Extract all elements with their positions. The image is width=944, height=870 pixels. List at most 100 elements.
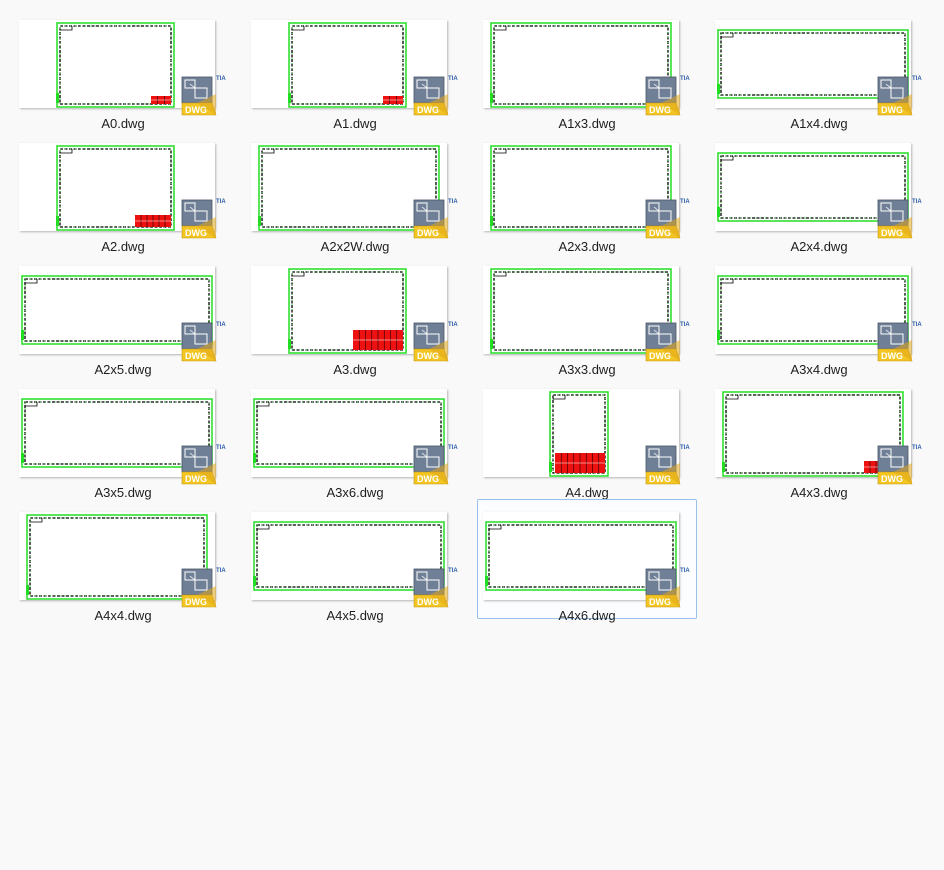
- dwg-badge-text: DWG: [649, 474, 671, 484]
- file-name-label: A3.dwg: [333, 362, 377, 377]
- file-item[interactable]: DWG TIA A4x3.dwg: [709, 376, 929, 500]
- file-name-label: A4.dwg: [565, 485, 609, 500]
- file-item[interactable]: DWG TIA A1.dwg: [245, 7, 465, 131]
- dwg-file-icon: DWG TIA: [877, 76, 922, 116]
- file-name-label: A4x3.dwg: [790, 485, 848, 500]
- dwg-badge-text: DWG: [417, 105, 439, 115]
- file-name-label: A3x5.dwg: [94, 485, 152, 500]
- file-name-label: A2x2W.dwg: [320, 239, 390, 254]
- dwg-badge-text: DWG: [185, 351, 207, 361]
- drawing-preview: [288, 22, 407, 108]
- dwg-file-icon: DWG TIA: [413, 322, 458, 362]
- dwg-side-text: TIA: [448, 76, 458, 82]
- drawing-preview: [490, 145, 672, 231]
- dwg-side-text: TIA: [680, 445, 690, 451]
- file-name-label: A3x6.dwg: [326, 485, 384, 500]
- dwg-badge-text: DWG: [881, 228, 903, 238]
- drawing-preview: [258, 145, 440, 231]
- dwg-badge-text: DWG: [649, 228, 671, 238]
- dwg-file-icon: DWG TIA: [877, 199, 922, 239]
- file-item[interactable]: DWG TIA A4.dwg: [477, 376, 697, 500]
- file-thumbnail: [483, 143, 679, 231]
- dwg-file-icon: DWG TIA: [413, 76, 458, 116]
- dwg-badge-text: DWG: [185, 105, 207, 115]
- file-name-label: A4x5.dwg: [326, 608, 384, 623]
- file-name-label: A3x4.dwg: [790, 362, 848, 377]
- dwg-side-text: TIA: [448, 445, 458, 451]
- file-item[interactable]: DWG TIA A4x5.dwg: [245, 499, 465, 623]
- drawing-preview: [21, 398, 213, 468]
- dwg-file-icon: DWG TIA: [181, 322, 226, 362]
- file-item[interactable]: DWG TIA A1x4.dwg: [709, 7, 929, 131]
- drawing-preview: [485, 521, 677, 591]
- file-thumbnail: [19, 389, 215, 477]
- dwg-badge-text: DWG: [649, 105, 671, 115]
- dwg-badge-text: DWG: [881, 351, 903, 361]
- drawing-preview: [490, 22, 672, 108]
- file-name-label: A2.dwg: [101, 239, 145, 254]
- dwg-badge-text: DWG: [417, 597, 439, 607]
- file-name-label: A1.dwg: [333, 116, 377, 131]
- file-name-label: A2x3.dwg: [558, 239, 616, 254]
- dwg-side-text: TIA: [216, 322, 226, 328]
- dwg-badge-text: DWG: [417, 351, 439, 361]
- dwg-badge-text: DWG: [881, 474, 903, 484]
- dwg-badge-text: DWG: [881, 105, 903, 115]
- drawing-preview: [253, 398, 445, 468]
- drawing-preview: [717, 275, 909, 345]
- file-item[interactable]: DWG TIA A3x6.dwg: [245, 376, 465, 500]
- dwg-side-text: TIA: [448, 322, 458, 328]
- drawing-preview: [549, 391, 609, 477]
- dwg-side-text: TIA: [912, 199, 922, 205]
- dwg-file-icon: DWG TIA: [877, 445, 922, 485]
- drawing-preview: [717, 29, 909, 99]
- dwg-badge-text: DWG: [649, 351, 671, 361]
- drawing-preview: [21, 275, 213, 345]
- file-name-label: A1x4.dwg: [790, 116, 848, 131]
- dwg-badge-text: DWG: [185, 474, 207, 484]
- file-item[interactable]: DWG TIA A3.dwg: [245, 253, 465, 377]
- file-thumbnail: [19, 266, 215, 354]
- dwg-side-text: TIA: [912, 76, 922, 82]
- file-item[interactable]: DWG TIA A3x5.dwg: [13, 376, 233, 500]
- dwg-side-text: TIA: [216, 76, 226, 82]
- dwg-side-text: TIA: [448, 568, 458, 574]
- file-thumbnail: [19, 20, 215, 108]
- dwg-side-text: TIA: [216, 445, 226, 451]
- file-name-label: A4x6.dwg: [558, 608, 616, 623]
- dwg-file-icon: DWG TIA: [645, 445, 690, 485]
- dwg-side-text: TIA: [912, 445, 922, 451]
- file-name-label: A1x3.dwg: [558, 116, 616, 131]
- file-thumbnail: [715, 266, 911, 354]
- dwg-side-text: TIA: [216, 568, 226, 574]
- dwg-file-icon: DWG TIA: [413, 568, 458, 608]
- file-thumbnail: [19, 143, 215, 231]
- file-name-label: A4x4.dwg: [94, 608, 152, 623]
- file-name-label: A3x3.dwg: [558, 362, 616, 377]
- file-thumbnail: [251, 389, 447, 477]
- dwg-file-icon: DWG TIA: [181, 76, 226, 116]
- dwg-badge-text: DWG: [417, 474, 439, 484]
- drawing-preview: [56, 145, 175, 231]
- drawing-preview: [56, 22, 175, 108]
- file-thumbnail: [251, 143, 447, 231]
